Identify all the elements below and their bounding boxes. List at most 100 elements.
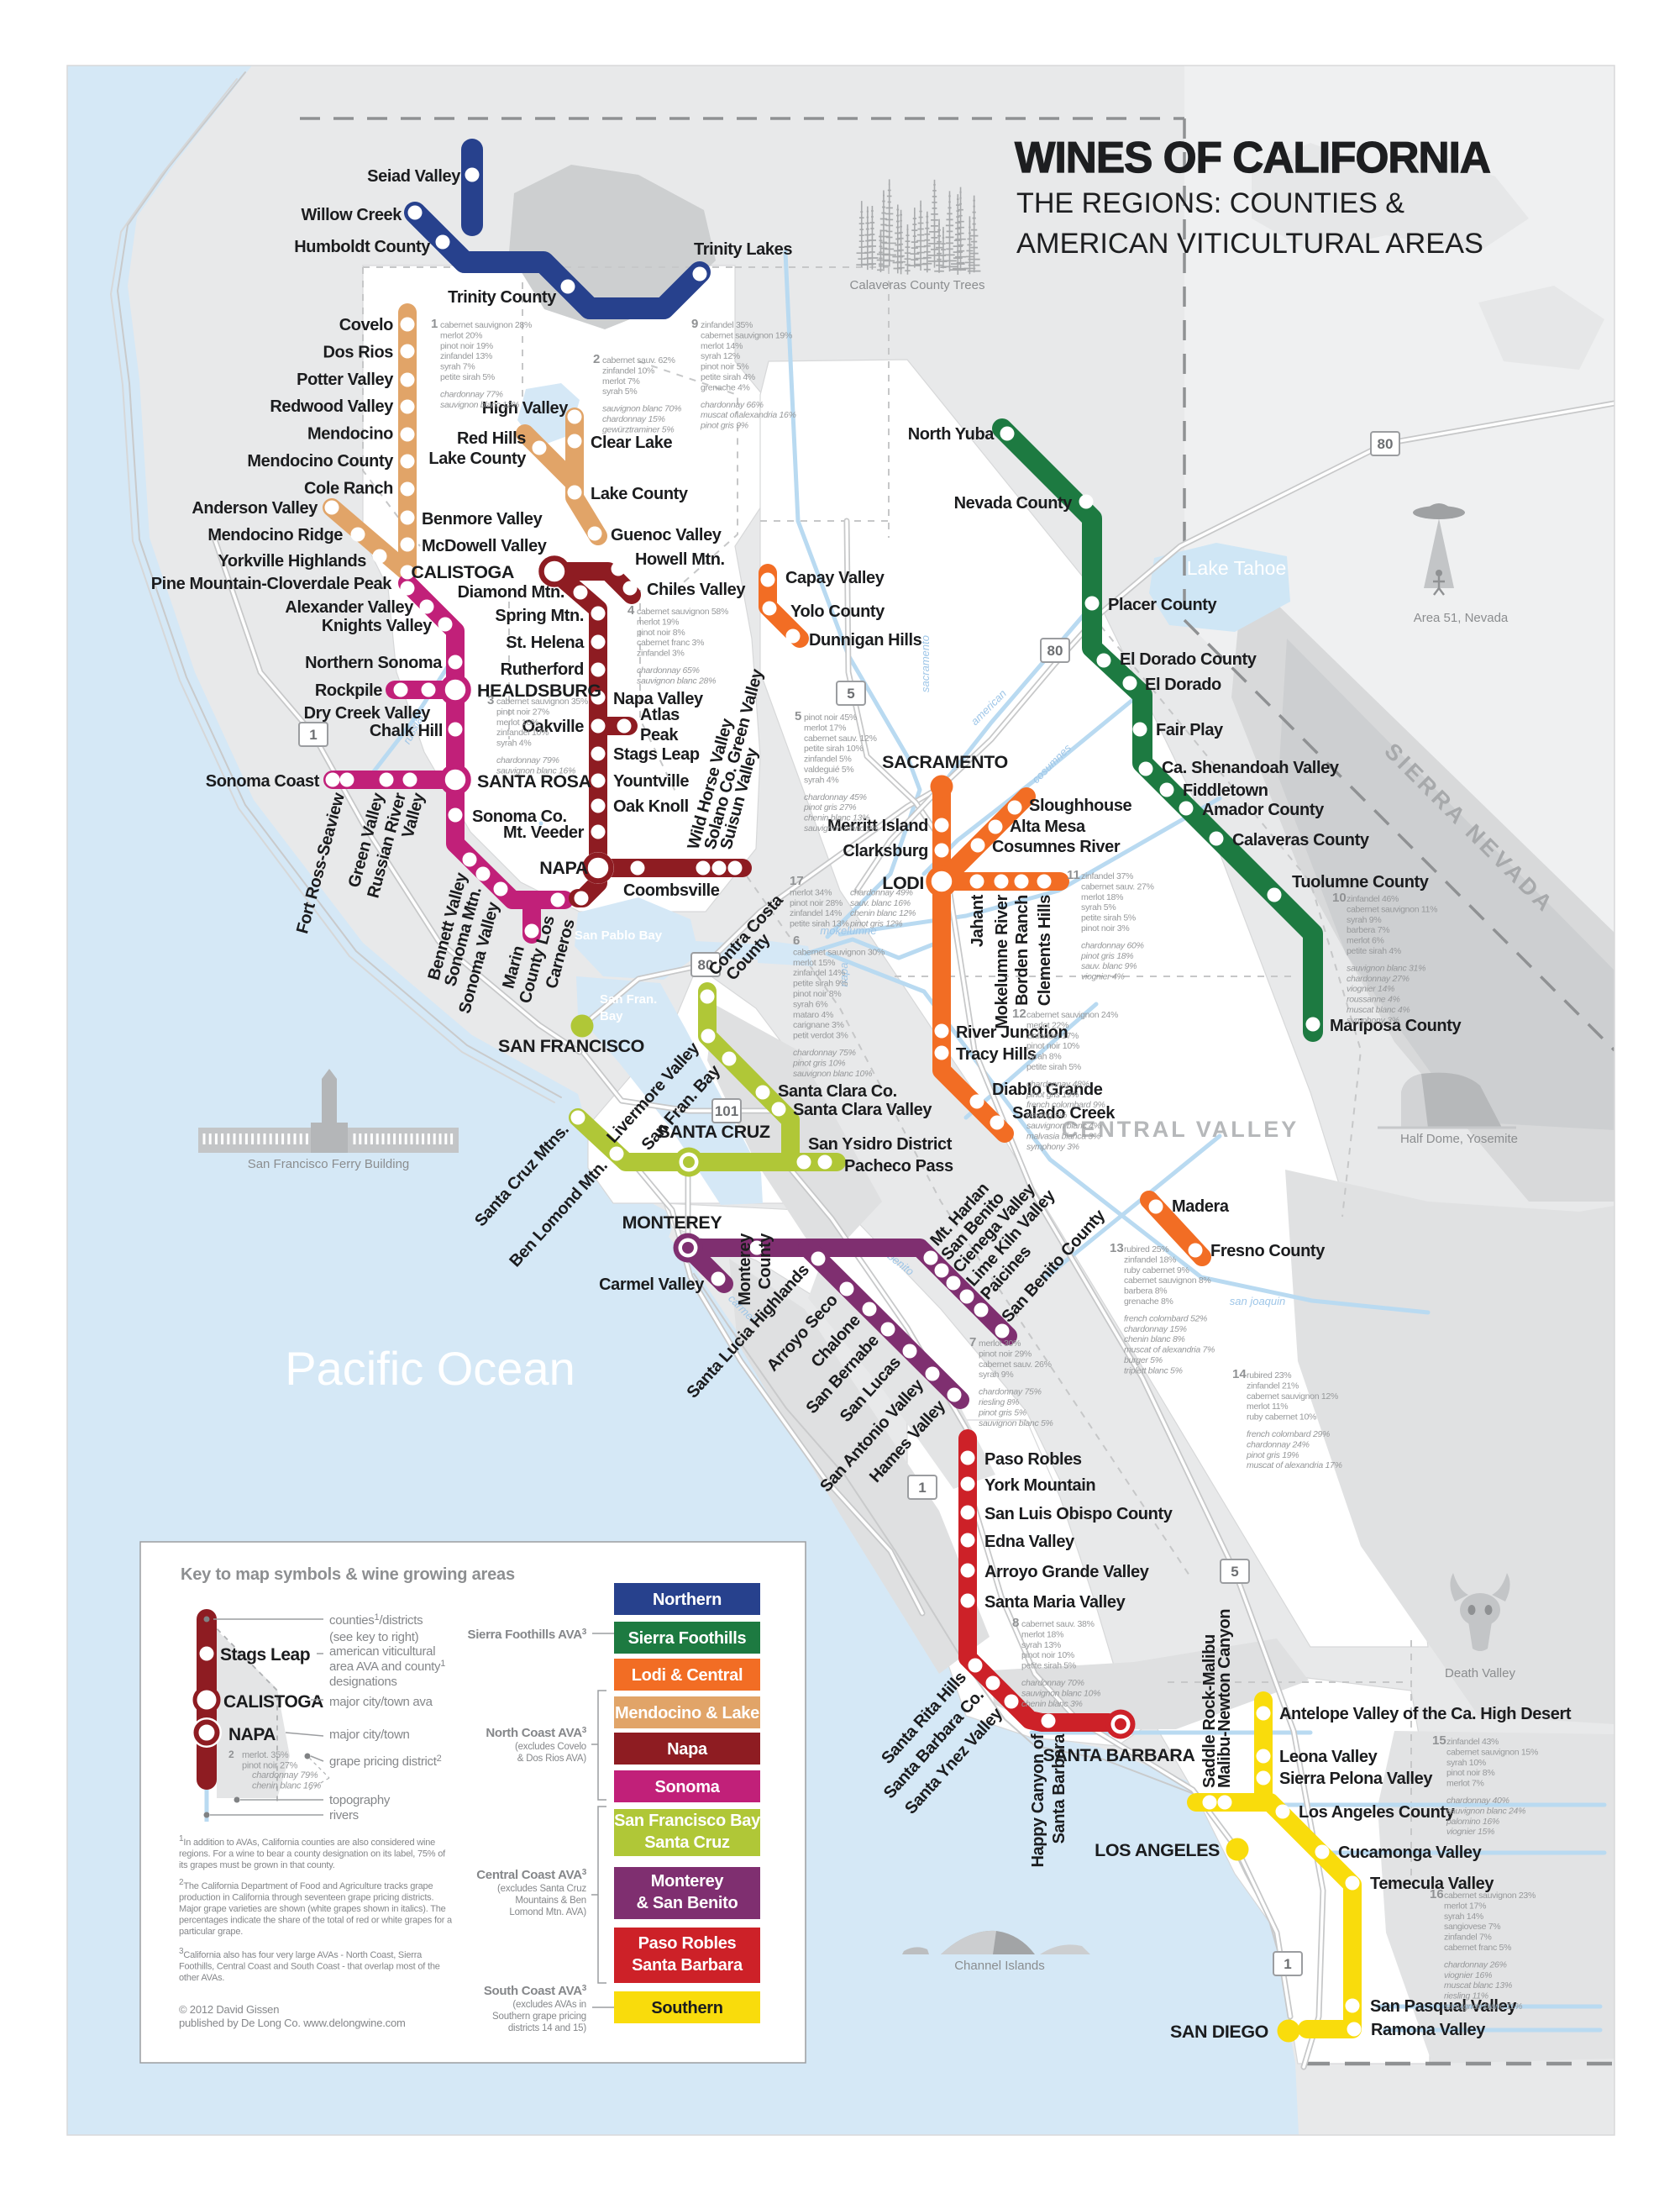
svg-text:Howell Mtn.: Howell Mtn. bbox=[635, 550, 725, 569]
svg-text:Seiad Valley: Seiad Valley bbox=[367, 167, 461, 186]
svg-text:Leona Valley: Leona Valley bbox=[1279, 1748, 1378, 1766]
svg-text:San Pasqual Valley: San Pasqual Valley bbox=[1370, 1997, 1517, 2016]
svg-text:Sloughhouse: Sloughhouse bbox=[1029, 797, 1132, 815]
svg-text:16: 16 bbox=[1430, 1887, 1444, 1901]
svg-text:County: County bbox=[756, 1233, 774, 1290]
svg-text:Santa Cruz: Santa Cruz bbox=[644, 1833, 730, 1852]
svg-text:cabernet sauvignon 24%merlot 2: cabernet sauvignon 24%merlot 22%zinfande… bbox=[1026, 1010, 1118, 1152]
svg-text:Half Dome, Yosemite: Half Dome, Yosemite bbox=[1400, 1132, 1518, 1146]
svg-text:Napa: Napa bbox=[667, 1740, 708, 1759]
svg-text:Los Angeles County: Los Angeles County bbox=[1299, 1803, 1456, 1822]
svg-text:major city/town: major city/town bbox=[329, 1728, 410, 1742]
svg-text:Chiles Valley: Chiles Valley bbox=[647, 581, 746, 599]
svg-text:Dunnigan Hills: Dunnigan Hills bbox=[809, 631, 922, 650]
svg-text:80: 80 bbox=[698, 957, 714, 973]
svg-text:2The California Department of: 2The California Department of Food and A… bbox=[179, 1878, 453, 1937]
svg-text:1: 1 bbox=[431, 317, 438, 331]
svg-text:Mendocino & Lake: Mendocino & Lake bbox=[615, 1704, 759, 1722]
svg-text:Yountville: Yountville bbox=[613, 772, 689, 791]
svg-text:Mokelumne River: Mokelumne River bbox=[993, 894, 1011, 1028]
svg-text:rubired 25%zinfandel 18%ruby c: rubired 25%zinfandel 18%ruby cabernet 9%… bbox=[1124, 1244, 1215, 1375]
svg-text:NAPA: NAPA bbox=[539, 858, 588, 878]
svg-text:5: 5 bbox=[795, 709, 801, 723]
svg-text:Napa Valley: Napa Valley bbox=[613, 690, 704, 708]
svg-text:Lake County: Lake County bbox=[591, 485, 689, 503]
svg-text:topography: topography bbox=[329, 1793, 391, 1807]
svg-text:1: 1 bbox=[918, 1480, 926, 1496]
svg-text:Arroyo Grande Valley: Arroyo Grande Valley bbox=[984, 1563, 1150, 1581]
svg-text:South Coast AVA3: South Coast AVA3 bbox=[484, 1984, 587, 1998]
svg-text:Tuolumne County: Tuolumne County bbox=[1292, 873, 1430, 891]
svg-text:3California also has four very: 3California also has four very large AVA… bbox=[179, 1947, 440, 1983]
svg-text:St. Helena: St. Helena bbox=[506, 634, 585, 652]
svg-text:Dry Creek Valley: Dry Creek Valley bbox=[304, 704, 432, 723]
svg-text:Cosumnes River: Cosumnes River bbox=[992, 838, 1121, 856]
svg-text:Fiddletown: Fiddletown bbox=[1183, 781, 1268, 800]
svg-text:Northern: Northern bbox=[653, 1591, 722, 1609]
svg-text:12: 12 bbox=[1012, 1007, 1026, 1021]
svg-text:3: 3 bbox=[487, 693, 494, 707]
svg-text:LOS ANGELES: LOS ANGELES bbox=[1095, 1840, 1220, 1860]
svg-text:cabernet sauvignon 23%merlot: cabernet sauvignon 23%merlot 17%syrah 14… bbox=[1444, 1891, 1536, 2012]
svg-text:cabernet sauvignon 58%merlot 1: cabernet sauvignon 58%merlot 19%pinot no… bbox=[637, 607, 728, 686]
svg-text:CALISTOGA: CALISTOGA bbox=[411, 562, 514, 582]
svg-text:Mt. Veeder: Mt. Veeder bbox=[503, 823, 585, 842]
svg-text:Benmore Valley: Benmore Valley bbox=[422, 510, 543, 529]
svg-text:Paso Robles: Paso Robles bbox=[984, 1450, 1082, 1469]
svg-text:14: 14 bbox=[1232, 1367, 1247, 1381]
svg-text:Ca. Shenandoah Valley: Ca. Shenandoah Valley bbox=[1162, 759, 1340, 777]
svg-text:HEALDSBURG: HEALDSBURG bbox=[477, 681, 601, 701]
svg-text:2: 2 bbox=[228, 1749, 234, 1760]
svg-text:Channel Islands: Channel Islands bbox=[954, 1959, 1045, 1973]
svg-text:4: 4 bbox=[627, 603, 635, 618]
svg-text:zinfandel 35%cabernet sauvigno: zinfandel 35%cabernet sauvignon 19%merlo… bbox=[700, 320, 796, 431]
svg-text:San Francisco Bay: San Francisco Bay bbox=[614, 1812, 761, 1830]
svg-text:cabernet sauvignon 30%merlot 1: cabernet sauvignon 30%merlot 15%zinfande… bbox=[792, 947, 885, 1078]
svg-text:Clear Lake: Clear Lake bbox=[591, 434, 672, 452]
svg-text:Fresno County: Fresno County bbox=[1210, 1242, 1326, 1260]
svg-text:Yorkville Highlands: Yorkville Highlands bbox=[218, 552, 366, 571]
svg-text:Central Coast AVA3: Central Coast AVA3 bbox=[476, 1868, 586, 1882]
svg-text:SANTA CRUZ: SANTA CRUZ bbox=[658, 1122, 770, 1142]
svg-text:Temecula Valley: Temecula Valley bbox=[1370, 1875, 1494, 1893]
svg-text:Mountains & Ben: Mountains & Ben bbox=[515, 1896, 586, 1906]
svg-text:Madera: Madera bbox=[1172, 1197, 1230, 1216]
svg-text:counties1/districts: counties1/districts bbox=[329, 1612, 423, 1628]
svg-text:San Francisco Ferry Building: San Francisco Ferry Building bbox=[248, 1157, 410, 1171]
svg-text:mokelumne: mokelumne bbox=[820, 924, 876, 937]
svg-text:& Dos Rios AVA): & Dos Rios AVA) bbox=[517, 1754, 587, 1764]
svg-text:6: 6 bbox=[793, 934, 800, 948]
svg-text:Northern Sonoma: Northern Sonoma bbox=[305, 654, 443, 672]
svg-text:Cucamonga Valley: Cucamonga Valley bbox=[1338, 1843, 1483, 1862]
svg-text:districts 14 and 15): districts 14 and 15) bbox=[508, 2023, 587, 2033]
svg-text:El Dorado County: El Dorado County bbox=[1120, 650, 1257, 669]
svg-text:Southern grape pricing: Southern grape pricing bbox=[492, 2012, 586, 2022]
svg-text:SANTA ROSA: SANTA ROSA bbox=[477, 771, 591, 792]
svg-text:10: 10 bbox=[1332, 891, 1347, 905]
svg-text:Mendocino Ridge: Mendocino Ridge bbox=[207, 526, 343, 544]
svg-text:Carmel Valley: Carmel Valley bbox=[599, 1275, 705, 1294]
svg-text:(see key to right): (see key to right) bbox=[329, 1630, 419, 1644]
svg-text:Alexander Valley: Alexander Valley bbox=[285, 598, 414, 617]
svg-text:Trinity County: Trinity County bbox=[448, 288, 557, 307]
svg-text:2: 2 bbox=[593, 352, 600, 366]
svg-text:Happy Canyon of: Happy Canyon of bbox=[1029, 1733, 1047, 1867]
svg-text:Lake Tahoe: Lake Tahoe bbox=[1187, 557, 1287, 579]
svg-text:Pacheco Pass: Pacheco Pass bbox=[844, 1157, 953, 1176]
svg-text:Nevada County: Nevada County bbox=[954, 494, 1074, 513]
svg-text:rivers: rivers bbox=[329, 1808, 359, 1822]
svg-text:CALISTOGA: CALISTOGA bbox=[223, 1692, 323, 1712]
svg-text:Red Hills: Red Hills bbox=[457, 429, 526, 448]
svg-text:grape pricing district2: grape pricing district2 bbox=[329, 1754, 442, 1769]
svg-text:Merritt Island: Merritt Island bbox=[827, 817, 928, 835]
svg-text:Monterey: Monterey bbox=[736, 1233, 754, 1306]
svg-text:Atlas: Atlas bbox=[640, 706, 680, 724]
svg-text:Edna Valley: Edna Valley bbox=[984, 1533, 1075, 1551]
svg-text:© 2012 David Gissen: © 2012 David Gissen bbox=[179, 2003, 279, 2016]
svg-text:Mendocino County: Mendocino County bbox=[247, 452, 394, 471]
svg-text:8: 8 bbox=[1012, 1616, 1019, 1630]
svg-text:Bay: Bay bbox=[600, 1009, 623, 1023]
svg-text:cabernet sauv. 38%merlot 18%sy: cabernet sauv. 38%merlot 18%syrah 13%pin… bbox=[1021, 1619, 1100, 1709]
svg-text:11: 11 bbox=[1067, 868, 1080, 882]
svg-text:17: 17 bbox=[790, 874, 804, 888]
